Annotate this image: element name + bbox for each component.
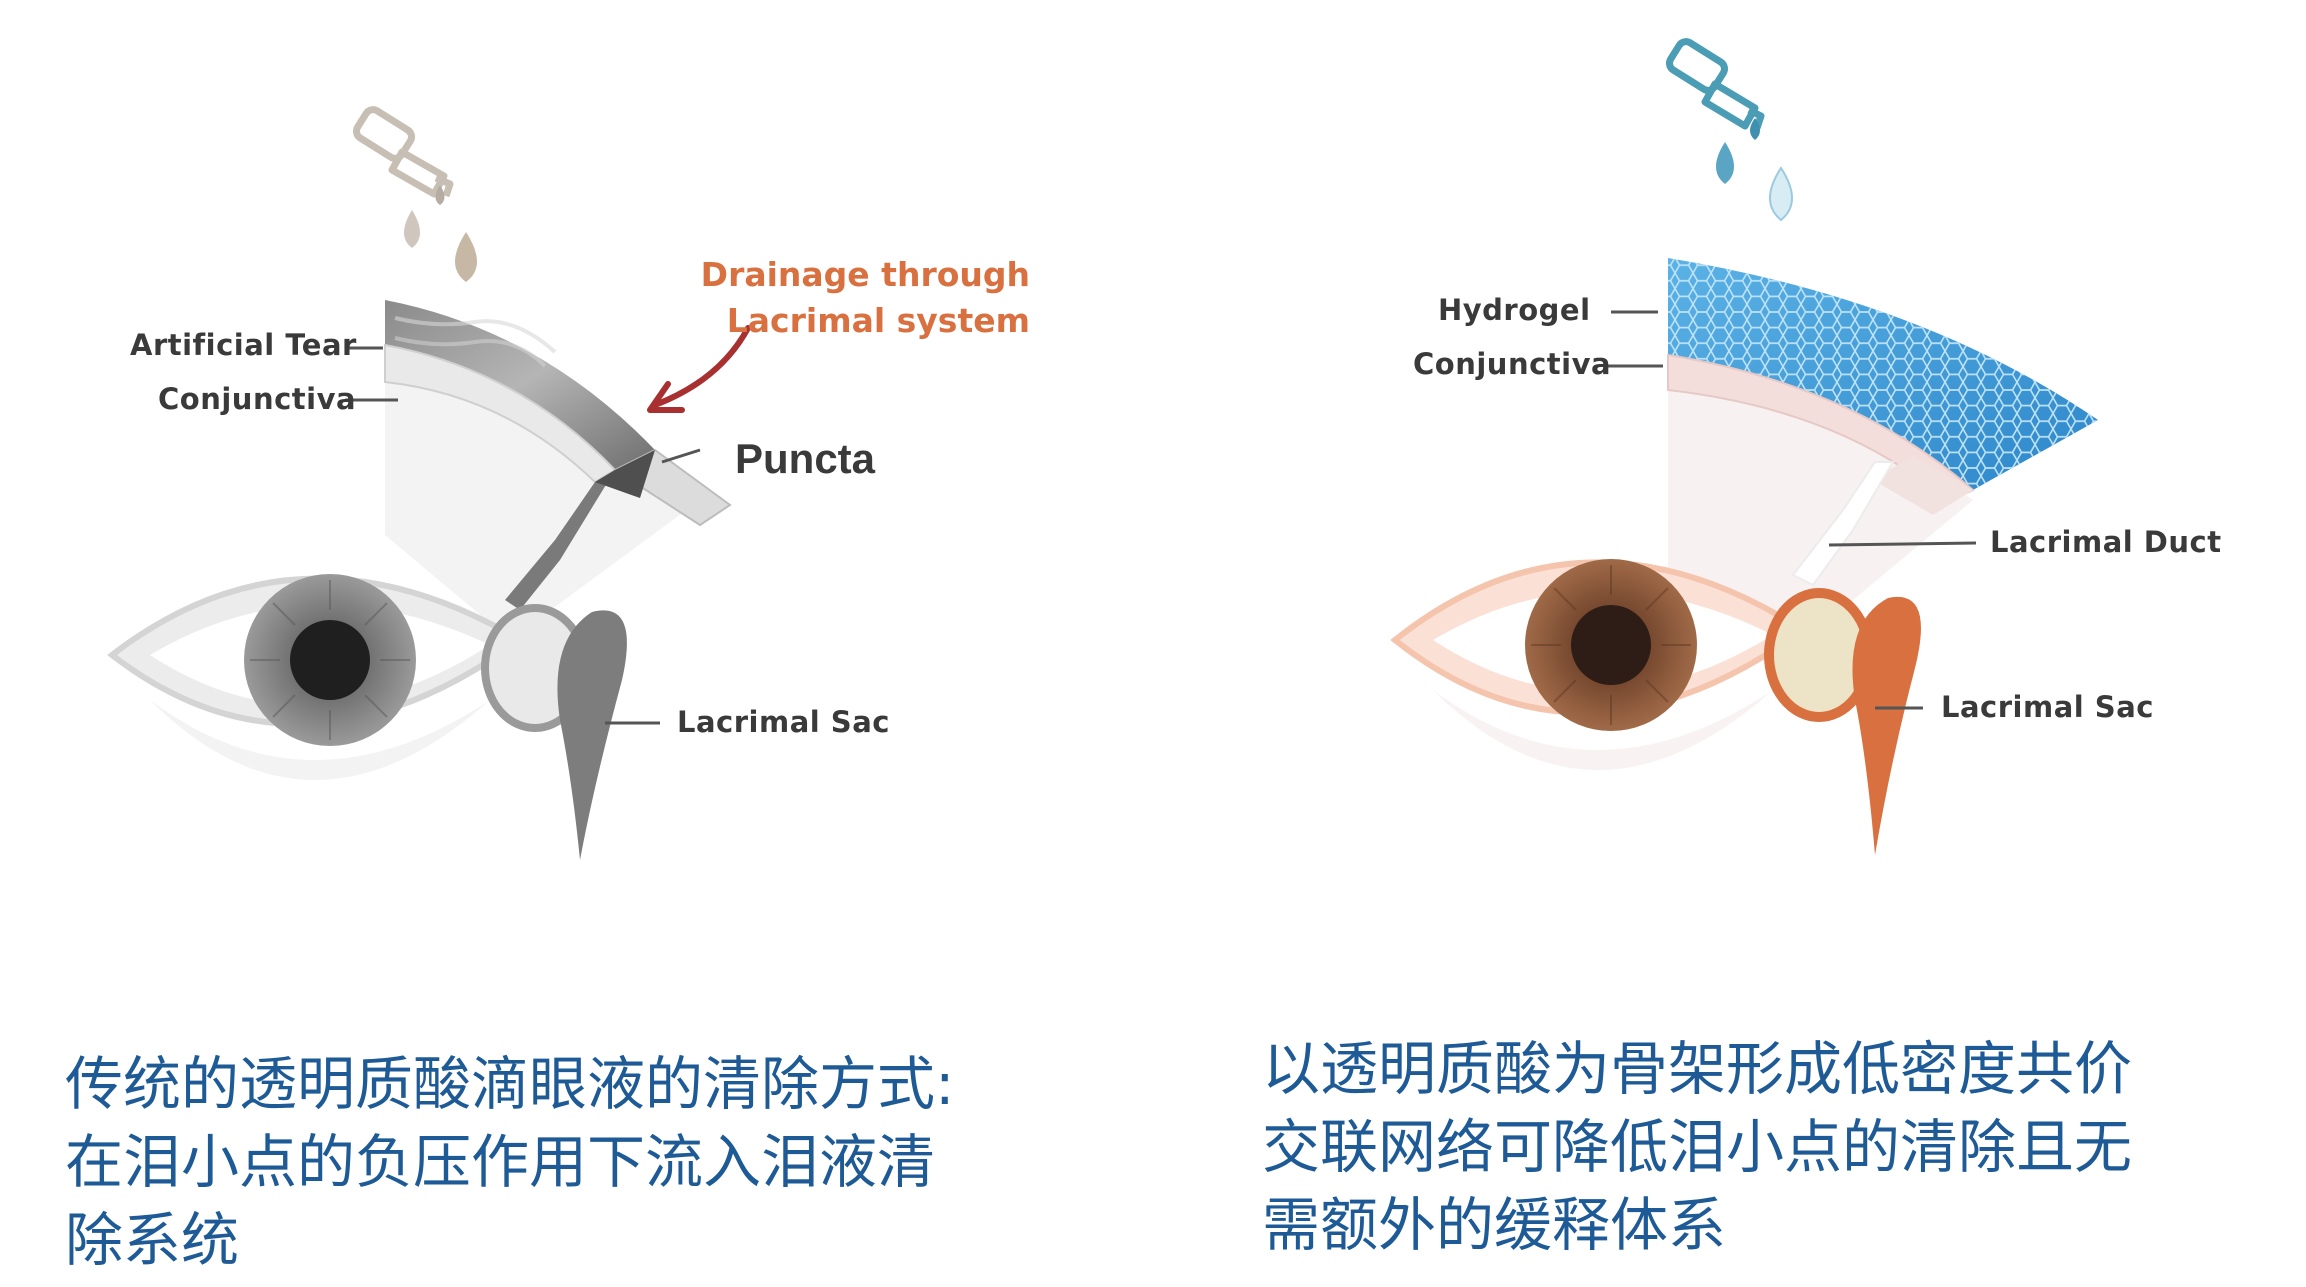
caption-traditional: 传统的透明质酸滴眼液的清除方式: 在泪小点的负压作用下流入泪液清 除系统: [65, 1045, 955, 1279]
eye-dropper-icon: [1665, 38, 1765, 130]
pupil: [290, 620, 370, 700]
lacrimal-canal: [505, 470, 615, 610]
caption-line: 除系统: [65, 1206, 240, 1274]
label-conjunctiva: Conjunctiva: [1413, 347, 1612, 381]
caption-line: 以透明质酸为骨架形成低密度共价: [1262, 1035, 2133, 1103]
droplet-icon: [404, 185, 477, 282]
traditional-eye-diagram: [107, 106, 751, 860]
label-hydrogel: Hydrogel: [1438, 293, 1591, 327]
lacrimal-duct: [1791, 461, 1895, 587]
label-lacrimal-sac: Lacrimal Sac: [1941, 690, 2154, 724]
lacrimal-sac: [1852, 596, 1921, 855]
lacrimal-sac: [557, 610, 627, 860]
label-lacrimal-duct: Lacrimal Duct: [1990, 525, 2222, 559]
panel-hydrogel: Hydrogel Conjunctiva Lacrimal Duct Lacri…: [1153, 0, 2306, 1000]
label-lacrimal-sac: Lacrimal Sac: [677, 705, 890, 739]
label-conjunctiva: Conjunctiva: [158, 382, 357, 416]
caption-hydrogel: 以透明质酸为骨架形成低密度共价 交联网络可降低泪小点的清除且无 需额外的缓释体系: [1262, 1030, 2132, 1264]
pupil: [1571, 605, 1651, 685]
droplet-icon: [1716, 118, 1793, 222]
caption-line: 交联网络可降低泪小点的清除且无: [1262, 1113, 2133, 1181]
eye-dropper-icon: [352, 106, 454, 198]
label-drainage: Drainage through Lacrimal system: [685, 252, 1030, 344]
label-drainage-line2: Lacrimal system: [726, 301, 1030, 340]
drainage-arrow: [652, 325, 751, 408]
caption-line: 需额外的缓释体系: [1262, 1191, 1727, 1259]
panel-traditional-eyedrop: Artificial Tear Conjunctiva Drainage thr…: [0, 0, 1153, 1000]
label-drainage-line1: Drainage through: [700, 255, 1030, 294]
label-puncta: Puncta: [735, 435, 876, 482]
caption-line: 传统的透明质酸滴眼液的清除方式:: [65, 1050, 955, 1118]
label-artificial-tear: Artificial Tear: [130, 328, 357, 362]
hydrogel-eye-diagram: [1390, 38, 2098, 855]
caption-line: 在泪小点的负压作用下流入泪液清: [65, 1128, 936, 1196]
